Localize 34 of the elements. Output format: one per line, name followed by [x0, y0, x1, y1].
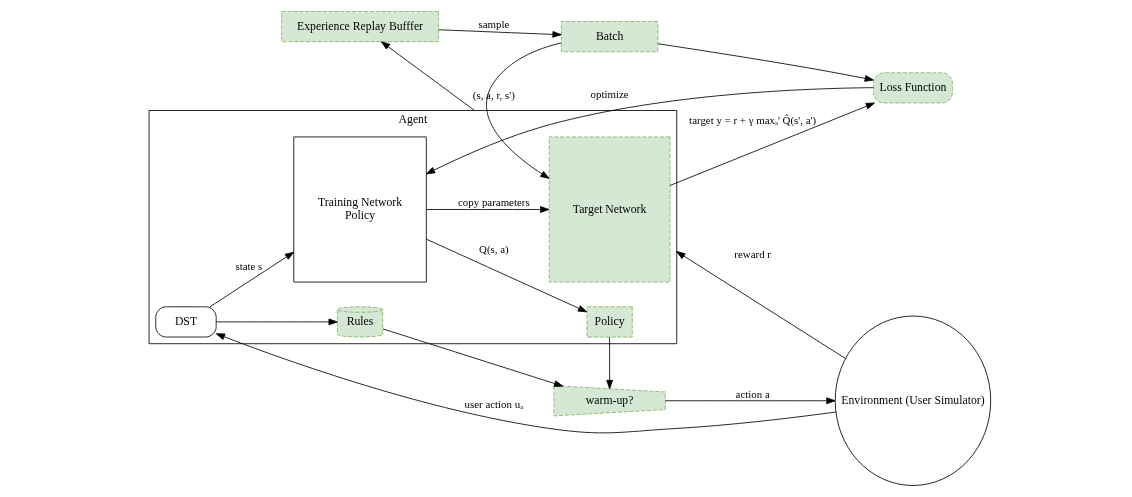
node-circle: Environment (User Simulator) [834, 315, 991, 486]
node-box: warm-up? [553, 385, 666, 417]
arrow [664, 397, 836, 405]
arrow [215, 318, 338, 326]
edge-label: state s [234, 260, 262, 273]
arrow [675, 251, 846, 359]
edge-label: (s, a, r, s') [472, 89, 515, 102]
edge-label: action a [735, 387, 770, 400]
node-box: DST [154, 306, 217, 338]
edge-label: Q(s, a) [478, 242, 509, 255]
arrow [437, 29, 562, 38]
node-box: Loss Function [872, 72, 953, 104]
arrow [381, 328, 563, 387]
arrow [605, 336, 613, 390]
arrow [209, 251, 294, 308]
edge-label: user action uₐ [464, 397, 523, 410]
arrow [425, 87, 874, 175]
edge-label: target y = r + γ maxₐ' Q̂(s', a') [688, 114, 816, 127]
arrow [485, 42, 562, 179]
arrow [657, 43, 874, 82]
arrow [425, 238, 587, 313]
edge-label: copy parameters [457, 196, 530, 209]
arrow [425, 206, 549, 213]
node-box: Experience Replay Bufffer [280, 11, 439, 43]
edge-label: sample [477, 17, 509, 30]
node-box: Batch [560, 21, 658, 53]
node-box: Policy [586, 306, 633, 338]
arrow [669, 102, 875, 186]
node-box: Training Network Policy [292, 136, 427, 283]
node-box: Target Network [548, 136, 670, 283]
arrow [215, 333, 836, 434]
edge-label: optimize [590, 88, 629, 101]
arrow [380, 41, 475, 111]
edge-label: reward r [733, 248, 771, 261]
